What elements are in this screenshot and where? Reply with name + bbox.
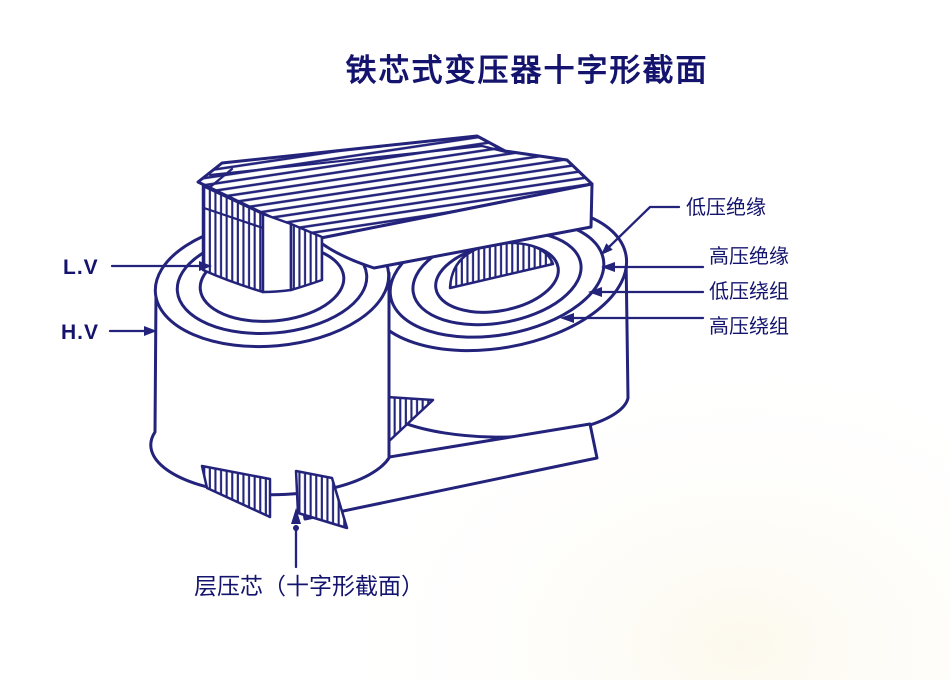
lv-label: L.V <box>63 256 99 279</box>
hv-label: H.V <box>61 321 99 344</box>
left-limb-notch-face <box>261 212 293 294</box>
diagram-labels: 铁芯式变压器十字形截面 L.V H.V 低压绝缘 高压绝缘 低压绕组 高压绕组 … <box>61 53 789 599</box>
lv-winding-label: 低压绕组 <box>709 280 789 303</box>
top-yoke <box>196 134 594 270</box>
top-yoke-step-edges <box>207 144 508 190</box>
bottom-lamination-block-left <box>200 464 272 519</box>
left-limb-step-line <box>203 206 264 230</box>
hv-insulation-arrowhead <box>601 262 615 272</box>
left-core-limb <box>201 184 324 294</box>
lv-arrowhead <box>199 261 212 271</box>
bottom-lamination-block-right <box>294 469 349 530</box>
laminated-core-label: 层压芯（十字形截面） <box>194 573 424 599</box>
left-limb-laminated-step-face <box>289 222 324 292</box>
lv-insulation-arrowhead <box>601 243 613 255</box>
hv-arrowhead <box>144 326 157 336</box>
callout-leaders <box>108 205 705 569</box>
hv-winding-label: 高压绕组 <box>709 315 789 338</box>
lv-insulation-label: 低压绝缘 <box>686 196 766 219</box>
lv-insulation-leader-line <box>607 205 681 249</box>
hv-insulation-label: 高压绝缘 <box>709 245 789 268</box>
bottom-core-laminations-left <box>200 464 349 530</box>
hv-winding-arrowhead <box>560 313 574 323</box>
core-arrowhead <box>291 508 301 524</box>
page-title: 铁芯式变压器十字形截面 <box>346 53 709 88</box>
core-leader-dot <box>293 525 299 531</box>
lv-winding-arrowhead <box>588 287 602 297</box>
